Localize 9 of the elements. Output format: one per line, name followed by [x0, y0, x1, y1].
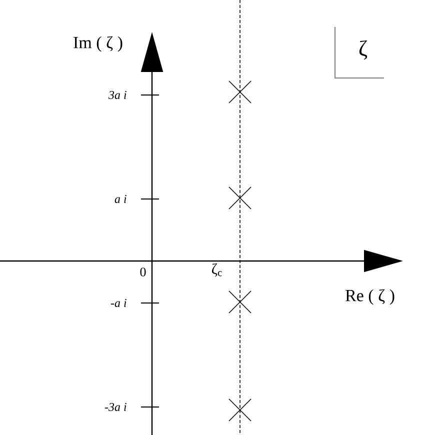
origin-label: 0 [140, 268, 146, 276]
tick-label: -3a i [104, 402, 126, 412]
axis-label: Re ( ζ ) [346, 289, 394, 305]
axis-label: Im ( ζ ) [74, 36, 122, 52]
critical-point-label: ζ$_{c}$ [212, 263, 222, 277]
tick-label: -a i [110, 298, 126, 308]
tick-label: 3a i [108, 90, 126, 100]
plane-symbol: ζ [359, 40, 368, 60]
tick-label: a i [114, 194, 126, 204]
